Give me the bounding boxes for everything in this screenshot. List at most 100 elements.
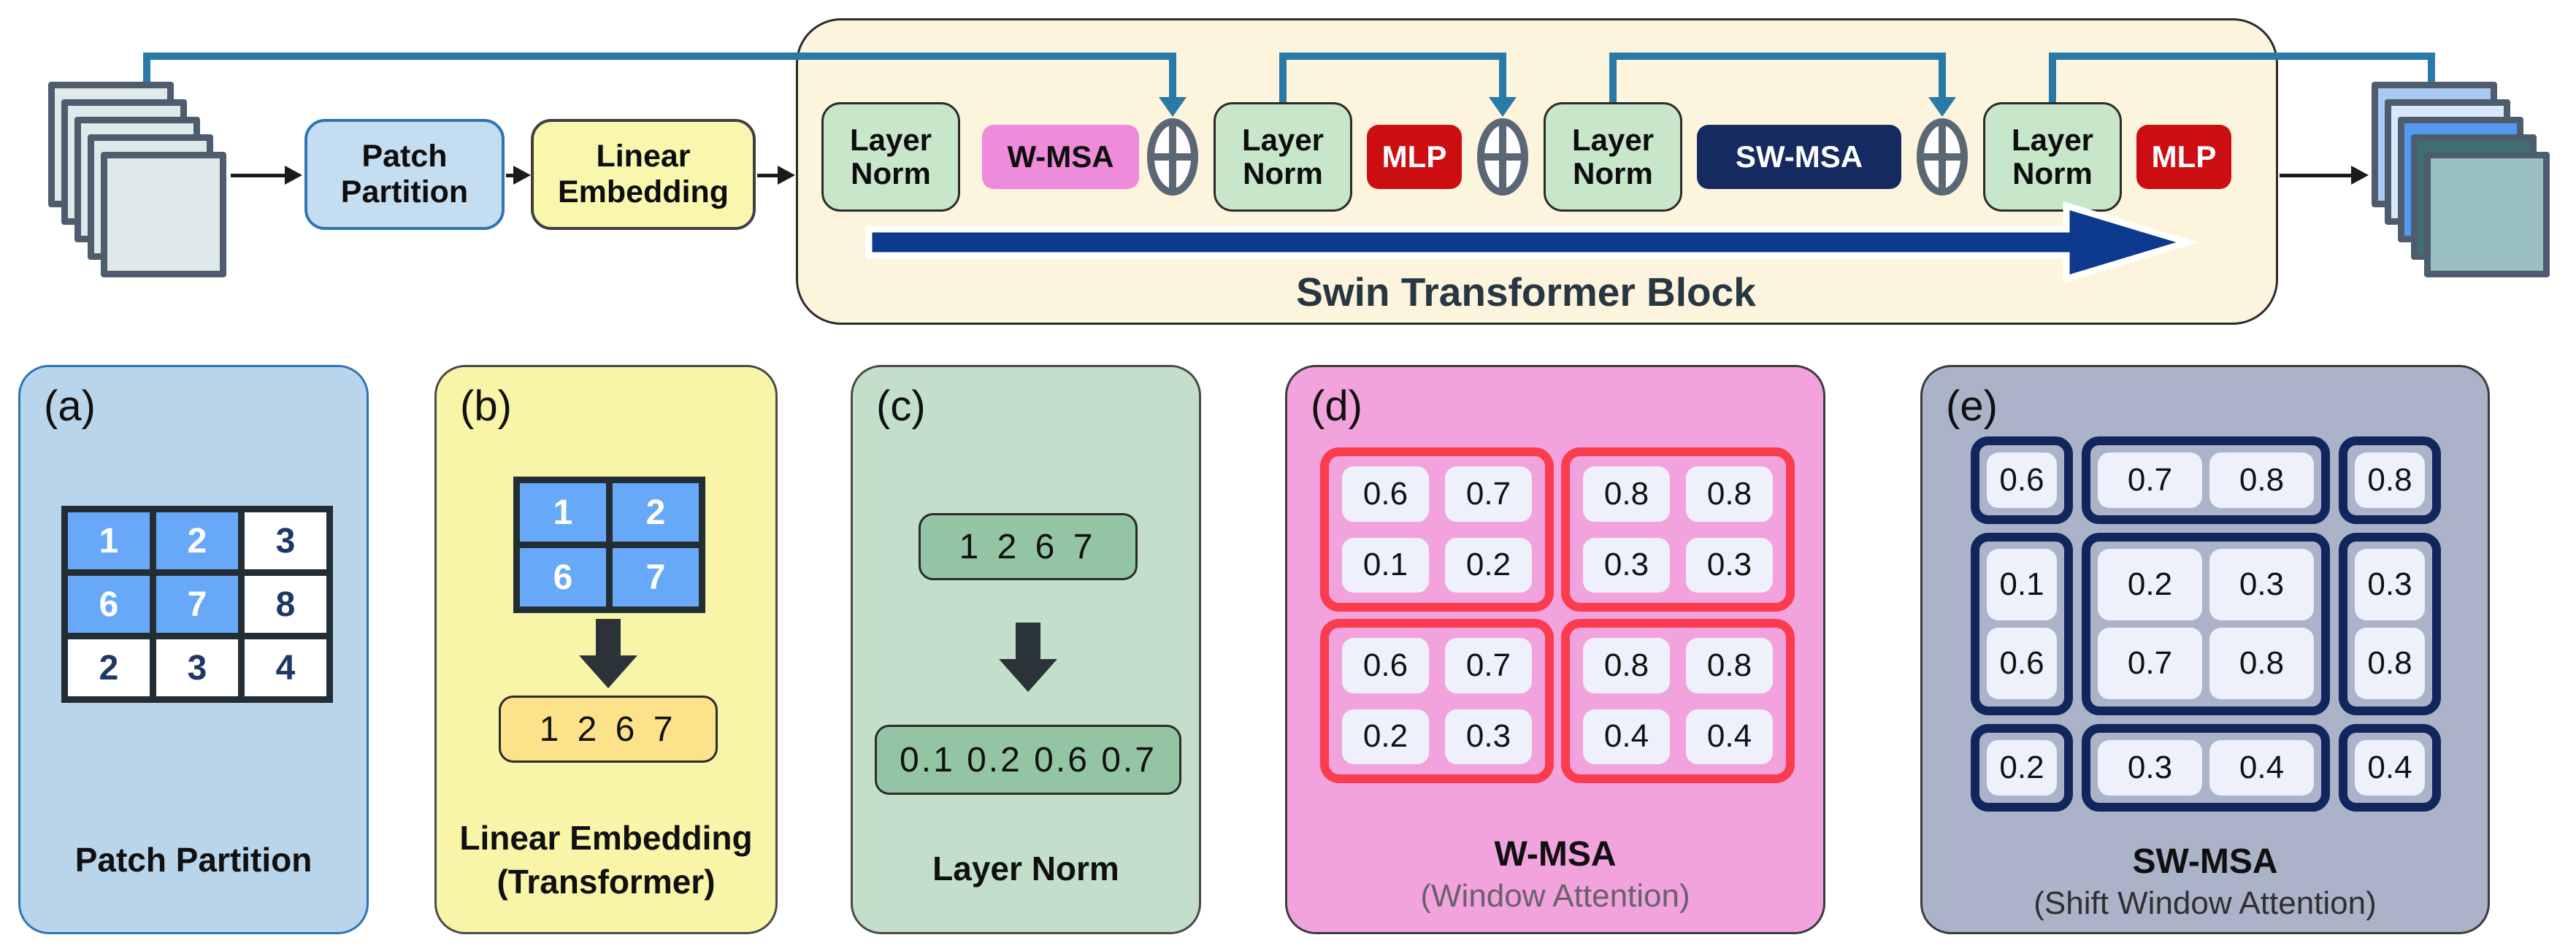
value-cell: 0.6 xyxy=(1342,466,1429,522)
linear-embedding-box: Linear Embedding xyxy=(531,119,756,230)
add-circle-icon xyxy=(1477,118,1528,196)
panel-tag: (c) xyxy=(876,382,926,430)
mlp-label: MLP xyxy=(1381,139,1447,174)
layer-norm-box-3: Layer Norm xyxy=(1544,102,1682,212)
panel-w-msa: (d) 0.6 0.7 0.1 0.2 0.8 0.8 0.3 0.3 0.6 0.7 0.2 0.3… xyxy=(1285,365,1825,934)
patch-cell: 8 xyxy=(245,576,326,633)
patch-cell: 2 xyxy=(68,639,150,696)
patch-partition-label: Patch Partition xyxy=(340,138,469,209)
sw-msa-box: SW-MSA xyxy=(1697,125,1901,189)
w-msa-box: W-MSA xyxy=(982,125,1139,189)
panel-caption: Patch Partition xyxy=(74,841,313,879)
token-cell: 2 xyxy=(613,483,699,542)
value-cell: 0.8 xyxy=(1583,466,1670,522)
patch-cell: 3 xyxy=(245,512,326,569)
value-cell: 0.7 xyxy=(1445,466,1532,522)
value-cell: 0.2 xyxy=(2098,549,2202,620)
value-cell: 0.8 xyxy=(2209,453,2314,508)
value-cell: 0.6 xyxy=(1987,453,2057,508)
value-cell: 0.3 xyxy=(1686,537,1773,593)
down-arrow-icon xyxy=(579,619,637,688)
value-cell: 0.2 xyxy=(1445,537,1532,593)
output-feature-stack xyxy=(2372,82,2563,277)
patch-cell: 1 xyxy=(68,512,150,569)
layer-norm-box-2: Layer Norm xyxy=(1214,102,1352,212)
patch-cell: 2 xyxy=(156,512,238,569)
add-circle-icon xyxy=(1147,118,1198,196)
value-cell: 0.8 xyxy=(2355,628,2425,699)
panel-tag: (a) xyxy=(44,382,96,430)
patch-cell: 4 xyxy=(245,639,326,696)
mlp-box-1: MLP xyxy=(1367,125,1462,189)
value-cell: 0.2 xyxy=(1987,740,2057,796)
value-cell: 0.3 xyxy=(2098,740,2202,796)
output-feature-layer xyxy=(2424,152,2550,277)
panel-caption: SW-MSA xyxy=(2132,842,2278,881)
layernorm-output-box: 0.1 0.2 0.6 0.7 xyxy=(875,725,1181,795)
token-cell: 1 xyxy=(520,483,606,542)
layer-norm-label: Layer Norm xyxy=(2011,122,2094,190)
layernorm-input-box: 1 2 6 7 xyxy=(919,513,1138,580)
panel-layer-norm: (c) 1 2 6 7 0.1 0.2 0.6 0.7 Layer Norm xyxy=(851,365,1201,934)
value-cell: 0.2 xyxy=(1342,709,1429,764)
mlp-label: MLP xyxy=(2151,139,2217,174)
value-cell: 0.3 xyxy=(1583,537,1670,593)
value-cell: 0.4 xyxy=(2209,740,2314,796)
add-circle-icon xyxy=(1917,118,1968,196)
layer-norm-label: Layer Norm xyxy=(1241,122,1325,190)
layer-norm-label: Layer Norm xyxy=(849,122,932,190)
value-cell: 0.8 xyxy=(2209,628,2314,699)
panel-subcaption: (Window Attention) xyxy=(1420,878,1690,914)
layer-norm-box-1: Layer Norm xyxy=(821,102,960,212)
value-cell: 0.1 xyxy=(1342,537,1429,593)
architecture-flow: Patch Partition Linear Embedding Layer N… xyxy=(0,0,2576,343)
value-cell: 0.7 xyxy=(2098,628,2202,699)
token-cell: 7 xyxy=(613,548,699,607)
shifted-attention-window: 0.8 xyxy=(2339,436,2441,524)
value-cell: 0.3 xyxy=(2355,549,2425,620)
panel-caption: W-MSA xyxy=(1494,835,1617,874)
swin-block-label: Swin Transformer Block xyxy=(1296,269,1756,315)
value-cell: 0.6 xyxy=(1342,638,1429,693)
w-msa-label: W-MSA xyxy=(1007,139,1114,174)
value-cell: 0.3 xyxy=(2209,549,2314,620)
panel-tag: (d) xyxy=(1311,382,1362,430)
attention-window: 0.6 0.7 0.1 0.2 xyxy=(1320,447,1554,612)
patch-partition-box: Patch Partition xyxy=(304,119,505,230)
panel-tag: (e) xyxy=(1946,382,1998,430)
value-cell: 0.7 xyxy=(1445,638,1532,693)
token-cell: 6 xyxy=(520,548,606,607)
value-cell: 0.7 xyxy=(2098,453,2202,508)
value-cell: 0.8 xyxy=(2355,453,2425,508)
value-cell: 0.4 xyxy=(1686,709,1773,764)
value-cell: 0.6 xyxy=(1987,628,2057,699)
value-cell: 0.8 xyxy=(1686,638,1773,693)
panel-tag: (b) xyxy=(460,382,512,430)
shifted-attention-window: 0.2 xyxy=(1971,724,2073,812)
mlp-box-2: MLP xyxy=(2136,125,2231,189)
patch-cell: 6 xyxy=(68,576,150,633)
value-cell: 0.4 xyxy=(1583,709,1670,764)
attention-window: 0.6 0.7 0.2 0.3 xyxy=(1320,619,1554,783)
patch-cell: 7 xyxy=(156,576,238,633)
shifted-attention-window: 0.6 xyxy=(1971,436,2073,524)
sw-msa-label: SW-MSA xyxy=(1735,139,1863,174)
down-arrow-icon xyxy=(999,623,1057,692)
embedding-vector-box: 1 2 6 7 xyxy=(499,696,718,763)
layer-norm-label: Layer Norm xyxy=(1571,122,1655,190)
value-cell: 0.3 xyxy=(1445,709,1532,764)
value-cell: 0.1 xyxy=(1987,549,2057,620)
shifted-attention-window: 0.4 xyxy=(2339,724,2441,812)
